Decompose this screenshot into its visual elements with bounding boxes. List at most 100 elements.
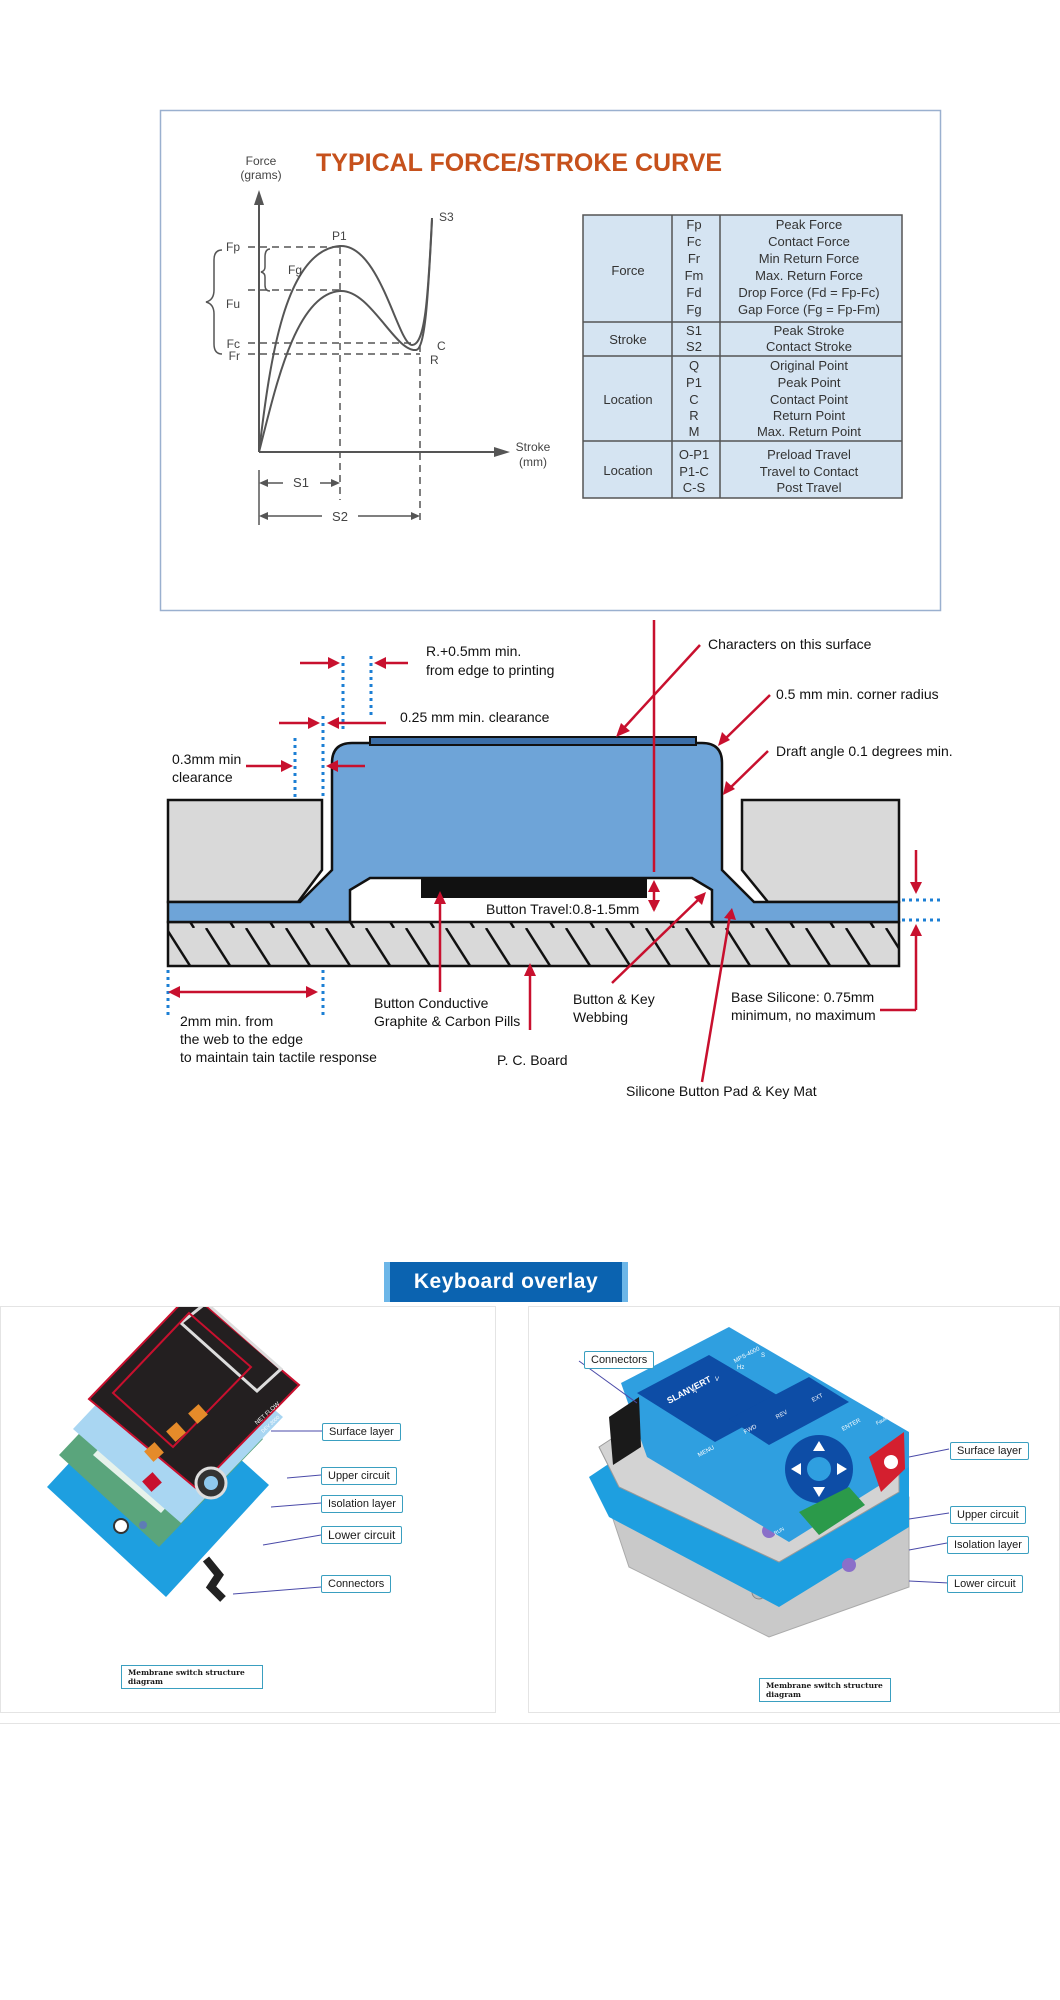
caption-left-line-2: diagram <box>128 1677 163 1686</box>
label-conductive-2: Graphite & Carbon Pills <box>374 1013 520 1029</box>
x-axis-arrow <box>494 447 510 457</box>
label-webbing-1: Button & Key <box>573 991 655 1007</box>
label-r-clearance-1: R.+0.5mm min. <box>426 643 521 659</box>
table-desc: Contact Force <box>768 234 850 249</box>
force-stroke-figure: TYPICAL FORCE/STROKE CURVE Force (grams)… <box>159 109 942 612</box>
key-s: S <box>761 1353 765 1359</box>
y-axis-label-2: (grams) <box>240 168 281 182</box>
bezel-left <box>166 798 324 904</box>
label-clearance-03-1: 0.3mm min <box>172 751 241 767</box>
label-draft-angle: Draft angle 0.1 degrees min. <box>776 743 953 759</box>
key-v: V <box>715 1377 719 1383</box>
label-base-1: Base Silicone: 0.75mm <box>731 989 874 1005</box>
key-rev: REV <box>775 1410 789 1421</box>
key-ext: EXT <box>811 1393 824 1404</box>
table-group-force: Force <box>611 263 644 278</box>
caption-right-line-1: Membrane switch structure <box>766 1681 883 1690</box>
table-desc: Min Return Force <box>759 251 859 266</box>
table-group-location-2: Location <box>603 463 652 478</box>
run-key <box>799 1487 865 1535</box>
leader-lines-left <box>232 1430 322 1595</box>
key-fault: Fault <box>875 1416 888 1427</box>
section-banner: Keyboard overlay <box>384 1262 628 1302</box>
label-characters: Characters on this surface <box>708 636 872 652</box>
red-leaders <box>174 620 918 1083</box>
tag-upper-circuit: Upper circuit <box>950 1506 1026 1524</box>
label-edge-2: the web to the edge <box>180 1031 303 1047</box>
section-divider <box>0 1723 1060 1724</box>
dim-s1-arrow-l <box>259 479 268 487</box>
membrane-exploded-right: SLANVERT MPS-4000 MENU FWD REV EXT ENTER… <box>578 1327 950 1638</box>
carbon-pill <box>421 878 647 898</box>
keypad-cross-section: R.+0.5mm min. from edge to printing Char… <box>166 620 953 1099</box>
table-code: P1 <box>686 375 702 390</box>
tag-isolation-layer: Isolation layer <box>321 1495 403 1513</box>
table-group-stroke: Stroke <box>609 332 647 347</box>
table-desc: Preload Travel <box>767 447 851 462</box>
table-desc: Max. Return Point <box>757 424 861 439</box>
table-code: Fm <box>685 268 704 283</box>
table-desc: Max. Return Force <box>755 268 863 283</box>
point-c: C <box>437 339 446 353</box>
table-desc: Original Point <box>770 358 848 373</box>
caption-left: Membrane switch structure diagram <box>121 1665 263 1689</box>
table-code: Fr <box>688 251 701 266</box>
legend-table <box>582 214 903 499</box>
table-code: Fd <box>686 285 701 300</box>
table-code: Fc <box>687 234 702 249</box>
y-axis-arrow <box>254 190 264 205</box>
mark-fp: Fp <box>226 240 240 254</box>
table-code: Fp <box>686 217 701 232</box>
mark-s1: S1 <box>293 475 309 490</box>
label-keymat: Silicone Button Pad & Key Mat <box>626 1083 817 1099</box>
table-desc: Drop Force (Fd = Fp-Fc) <box>738 285 879 300</box>
mark-fr: Fr <box>229 349 240 363</box>
mark-fg: Fg <box>288 263 302 277</box>
label-webbing-2: Webbing <box>573 1009 628 1025</box>
caption-right: Membrane switch structure diagram <box>759 1678 891 1702</box>
silicone-keypad <box>166 741 901 924</box>
key-hz: Hz <box>737 1365 744 1371</box>
tag-isolation-layer: Isolation layer <box>947 1536 1029 1554</box>
table-desc: Peak Stroke <box>774 323 845 338</box>
table-desc: Gap Force (Fg = Fp-Fm) <box>738 302 880 317</box>
surface-layer <box>87 1307 301 1491</box>
label-pcb: P. C. Board <box>497 1052 568 1068</box>
bezel-right <box>740 798 901 904</box>
table-desc: Return Point <box>773 408 846 423</box>
fu-brace <box>205 249 223 355</box>
tag-upper-circuit: Upper circuit <box>321 1467 397 1485</box>
label-corner-radius: 0.5 mm min. corner radius <box>776 686 939 702</box>
force-curve-press <box>258 217 433 453</box>
label-base-2: minimum, no maximum <box>731 1007 876 1023</box>
label-clearance-025: 0.25 mm min. clearance <box>400 709 550 725</box>
key-run: RUN <box>773 1526 786 1537</box>
fg-brace <box>260 248 271 292</box>
table-code: P1-C <box>679 464 709 479</box>
table-desc: Contact Stroke <box>766 339 852 354</box>
key-a: A <box>693 1389 697 1395</box>
x-axis-label-2: (mm) <box>519 455 547 469</box>
force-curve-return <box>258 219 433 453</box>
table-group-location: Location <box>603 392 652 407</box>
table-code: Fg <box>686 302 701 317</box>
tag-connectors: Connectors <box>584 1351 655 1369</box>
red-arrowheads <box>168 657 922 998</box>
overlay-panel-right: SLANVERT MPS-4000 MENU FWD REV EXT ENTER… <box>528 1306 1060 1713</box>
table-code: O-P1 <box>679 447 709 462</box>
tag-surface-layer: Surface layer <box>950 1442 1029 1460</box>
table-code: R <box>689 408 698 423</box>
table-code: M <box>689 424 700 439</box>
table-desc: Peak Force <box>776 217 842 232</box>
table-desc: Travel to Contact <box>760 464 859 479</box>
dim-s2-arrow-l <box>259 512 268 520</box>
point-p1: P1 <box>332 229 347 243</box>
mark-s2: S2 <box>332 509 348 524</box>
mark-fu: Fu <box>226 297 240 311</box>
tag-connectors: Connectors <box>321 1575 392 1593</box>
dim-s2-arrow-r <box>411 512 420 520</box>
dim-s1-arrow-r <box>331 479 340 487</box>
point-r: R <box>430 353 439 367</box>
tag-lower-circuit: Lower circuit <box>321 1526 403 1544</box>
table-desc: Contact Point <box>770 392 848 407</box>
